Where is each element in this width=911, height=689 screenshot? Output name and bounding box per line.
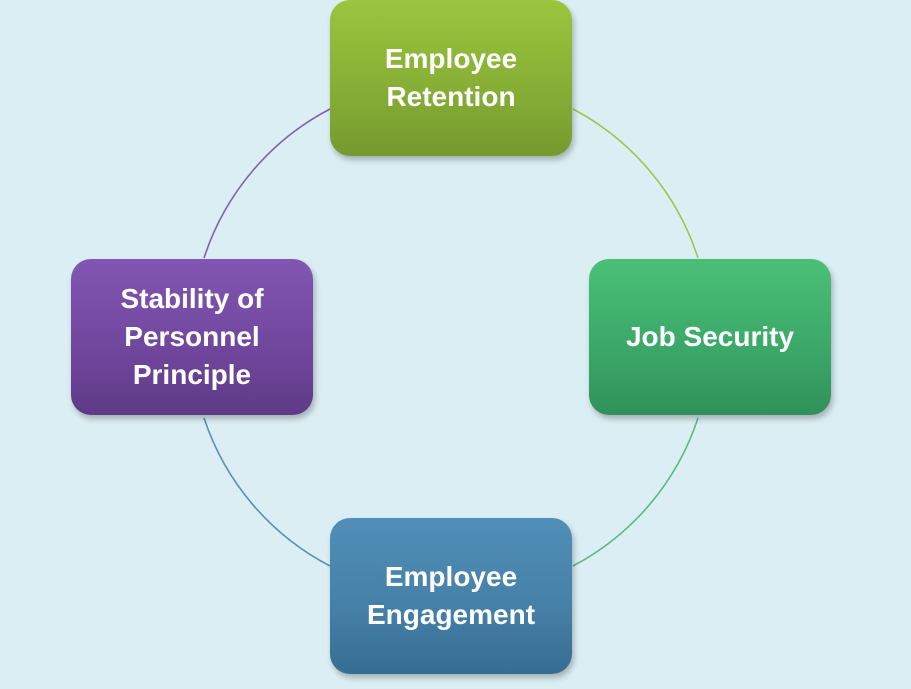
node-label: Employee Retention <box>384 43 518 112</box>
connector-right-bottom <box>572 417 699 567</box>
node-employee-engagement: Employee Engagement <box>330 518 572 674</box>
node-label: Job Security <box>625 321 795 352</box>
node-label: Stability of Personnel Principle <box>120 283 264 390</box>
node-label: Employee Engagement <box>366 561 536 630</box>
node-employee-retention: Employee Retention <box>330 0 572 156</box>
node-job-security: Job Security <box>589 259 831 415</box>
connector-left-top <box>203 108 331 259</box>
connector-bottom-left <box>203 417 331 567</box>
node-stability-of-personnel-principle: Stability of Personnel Principle <box>71 259 313 415</box>
connector-top-right <box>572 108 699 259</box>
